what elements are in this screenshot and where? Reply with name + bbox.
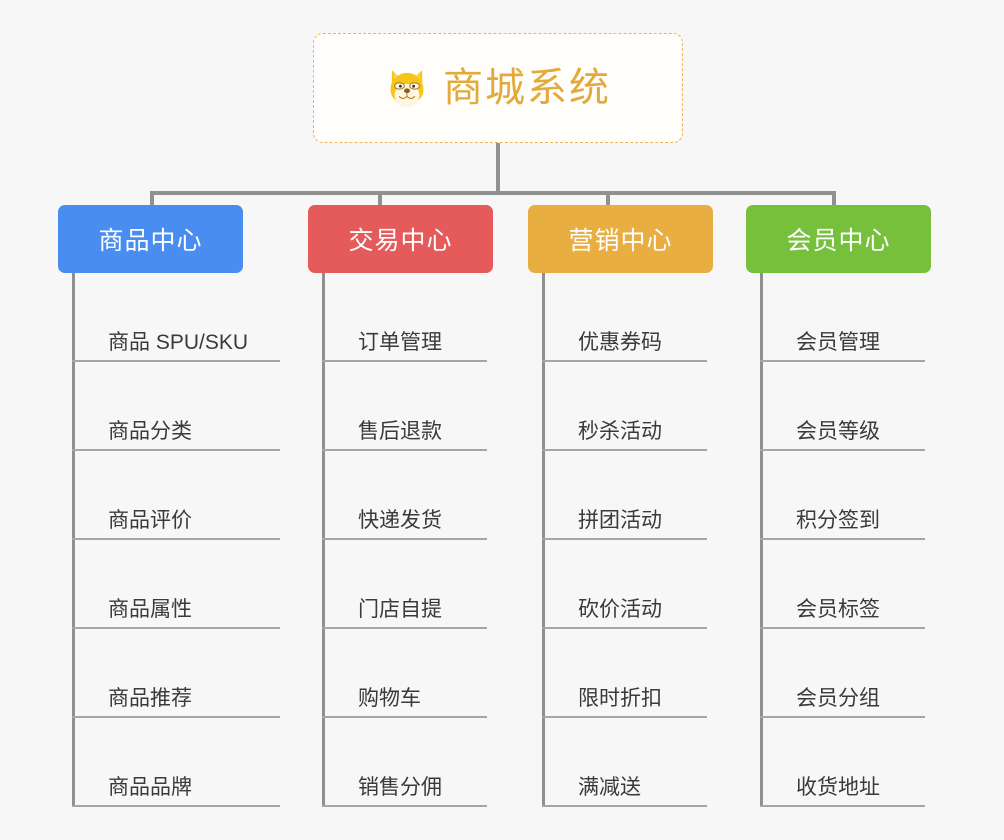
category-card-4[interactable]: 会员中心 [746, 205, 931, 273]
leaf-item-label: 售后退款 [358, 419, 442, 443]
root-node-shop-system[interactable]: 商城系统 [313, 33, 683, 143]
category-label: 交易中心 [348, 227, 453, 255]
leaf-item-label: 限时折扣 [578, 686, 662, 710]
leaf-item-label: 会员标签 [796, 597, 880, 621]
leaf-trunk-line [760, 273, 763, 807]
leaf-item[interactable]: 秒杀活动 [542, 362, 707, 451]
category-card-1[interactable]: 商品中心 [58, 205, 243, 273]
leaf-item[interactable]: 拼团活动 [542, 451, 707, 540]
leaf-item-label: 会员分组 [796, 686, 880, 710]
connector-horizontal-bus [150, 191, 834, 195]
leaf-item[interactable]: 收货地址 [760, 718, 925, 807]
category-card-2[interactable]: 交易中心 [308, 205, 493, 273]
connector-drop-1 [150, 191, 154, 209]
leaf-item[interactable]: 订单管理 [322, 273, 487, 362]
leaf-column-1: 商品 SPU/SKU 商品分类商品评价商品属性商品推荐商品品牌 [72, 273, 280, 807]
leaf-item-label: 商品分类 [108, 419, 192, 443]
leaf-item[interactable]: 会员分组 [760, 629, 925, 718]
leaf-item[interactable]: 限时折扣 [542, 629, 707, 718]
leaf-item[interactable]: 优惠券码 [542, 273, 707, 362]
leaf-item-label: 订单管理 [358, 330, 442, 354]
category-label: 商品中心 [98, 227, 203, 255]
leaf-item[interactable]: 满减送 [542, 718, 707, 807]
leaf-item-label: 优惠券码 [578, 330, 662, 354]
leaf-column-3: 优惠券码秒杀活动拼团活动砍价活动限时折扣满减送 [542, 273, 707, 807]
leaf-item-label: 商品评价 [108, 508, 192, 532]
leaf-trunk-line [542, 273, 545, 807]
connector-drop-3 [606, 191, 610, 209]
leaf-item-label: 满减送 [578, 775, 641, 799]
leaf-item-label: 商品推荐 [108, 686, 192, 710]
root-title: 商城系统 [443, 66, 611, 110]
leaf-item[interactable]: 砍价活动 [542, 540, 707, 629]
leaf-item[interactable]: 商品品牌 [72, 718, 280, 807]
category-label: 会员中心 [786, 227, 891, 255]
leaf-trunk-line [72, 273, 75, 807]
leaf-item-label: 拼团活动 [578, 508, 662, 532]
connector-drop-2 [378, 191, 382, 209]
leaf-item-label: 秒杀活动 [578, 419, 662, 443]
leaf-item-label: 快递发货 [358, 508, 442, 532]
leaf-item[interactable]: 购物车 [322, 629, 487, 718]
leaf-item-label: 购物车 [358, 686, 421, 710]
leaf-item-label: 商品属性 [108, 597, 192, 621]
leaf-item[interactable]: 商品推荐 [72, 629, 280, 718]
leaf-trunk-line [322, 273, 325, 807]
leaf-item-label: 砍价活动 [578, 597, 662, 621]
category-label: 营销中心 [568, 227, 673, 255]
leaf-item-label: 收货地址 [796, 775, 880, 799]
leaf-item[interactable]: 商品 SPU/SKU [72, 273, 280, 362]
leaf-item-label: 销售分佣 [358, 775, 442, 799]
leaf-item[interactable]: 快递发货 [322, 451, 487, 540]
leaf-item-label: 门店自提 [358, 597, 442, 621]
leaf-item[interactable]: 会员等级 [760, 362, 925, 451]
leaf-item-label: 会员管理 [796, 330, 880, 354]
connector-drop-4 [832, 191, 836, 209]
leaf-item[interactable]: 商品分类 [72, 362, 280, 451]
leaf-item-label: 积分签到 [796, 508, 880, 532]
leaf-item[interactable]: 会员标签 [760, 540, 925, 629]
leaf-item[interactable]: 商品属性 [72, 540, 280, 629]
leaf-item[interactable]: 积分签到 [760, 451, 925, 540]
leaf-item[interactable]: 商品评价 [72, 451, 280, 540]
category-card-3[interactable]: 营销中心 [528, 205, 713, 273]
leaf-item-label: 商品品牌 [108, 775, 192, 799]
leaf-item[interactable]: 售后退款 [322, 362, 487, 451]
leaf-item[interactable]: 销售分佣 [322, 718, 487, 807]
leaf-item[interactable]: 会员管理 [760, 273, 925, 362]
leaf-item-label: 会员等级 [796, 419, 880, 443]
leaf-item-label: 商品 SPU/SKU [108, 330, 249, 354]
leaf-column-2: 订单管理售后退款快递发货门店自提购物车销售分佣 [322, 273, 487, 807]
leaf-column-4: 会员管理会员等级积分签到会员标签会员分组收货地址 [760, 273, 925, 807]
leaf-item[interactable]: 门店自提 [322, 540, 487, 629]
shiba-dog-face-icon [390, 70, 424, 108]
connector-root-vertical [496, 143, 500, 193]
